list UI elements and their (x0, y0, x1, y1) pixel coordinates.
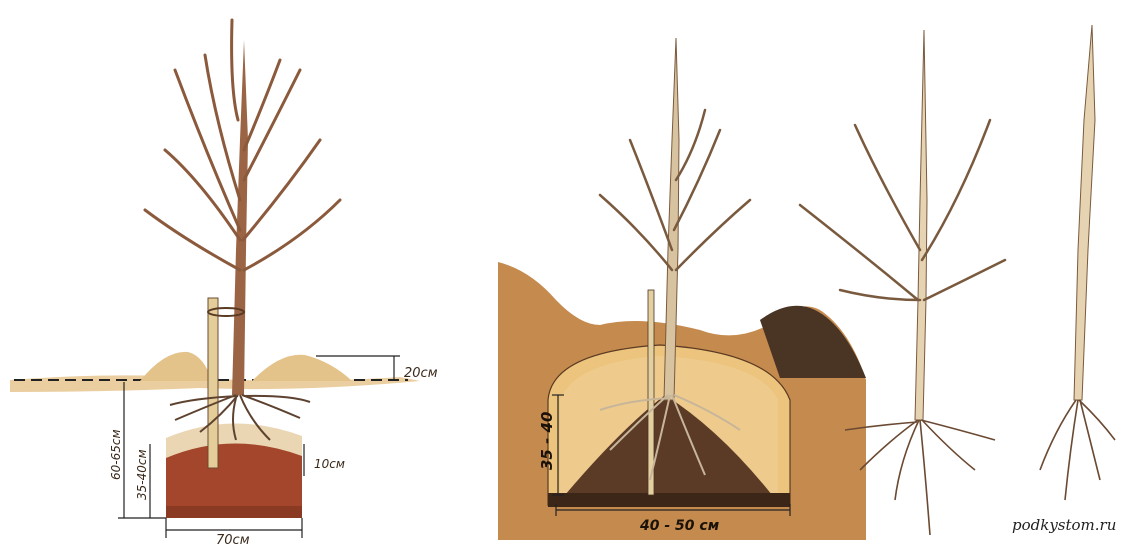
layer-thickness-label: 10см (314, 457, 345, 471)
left-planting-scheme: 20см 10см 70см 60-65см 35-40см (10, 20, 438, 545)
pit-width-label: 40 - 50 см (639, 518, 719, 534)
mound-height-label: 20см (404, 366, 438, 381)
seedling-branched-branches (800, 120, 1005, 300)
fill-depth-label: 35-40см (135, 449, 149, 500)
seedling-whip-trunk (1074, 25, 1095, 400)
total-depth-label: 60-65см (109, 429, 123, 480)
right-planting-scheme: 35 - 40 40 - 50 см (498, 38, 866, 540)
pit-floor (548, 493, 790, 507)
soil-mound-left (140, 352, 212, 381)
support-stake (208, 298, 218, 468)
seedling-whip (1040, 25, 1115, 500)
pit-bottom-band (166, 506, 302, 518)
soil-mound-right (252, 355, 352, 381)
seedling-whip-roots (1040, 400, 1115, 500)
pit-depth-label: 35 - 40 (538, 412, 556, 470)
width-label-left: 70см (216, 533, 250, 545)
seedling-branched-trunk (915, 30, 927, 420)
watermark-text: podkystom.ru (1012, 516, 1116, 534)
seedling-branched-roots (845, 420, 995, 535)
